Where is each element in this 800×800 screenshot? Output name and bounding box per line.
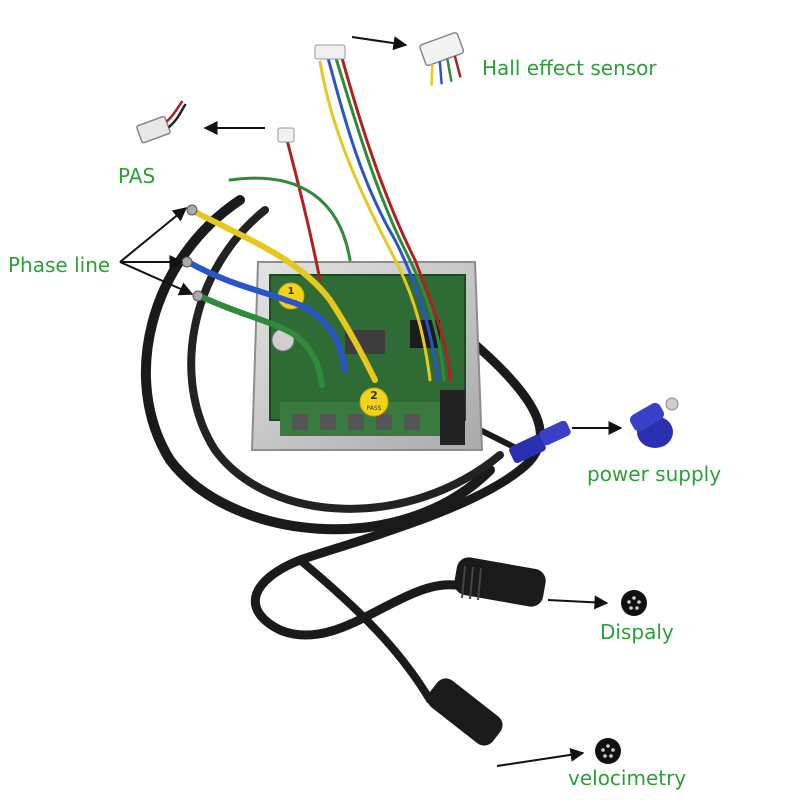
arrow-hall <box>351 36 408 51</box>
phase-wire-green <box>197 293 325 388</box>
phase-wire-yellow <box>192 209 378 383</box>
pas-wire-red <box>285 138 322 282</box>
label-power-supply: power supply <box>587 462 722 486</box>
pas-wire-green <box>228 176 352 262</box>
phase-wires <box>181 204 378 388</box>
cable-loop-outer <box>140 195 495 535</box>
display-connector <box>454 557 546 607</box>
velocimetry-pin-face <box>595 738 621 764</box>
phase-terminal-1 <box>186 204 198 216</box>
phase-terminal-3 <box>192 290 204 302</box>
phase-wire-blue <box>187 260 348 373</box>
sticker-2 <box>359 387 389 417</box>
label-phase-line: Phase line <box>8 253 111 277</box>
arrow-phase-1 <box>119 207 188 263</box>
sticker-2-number: 2 <box>370 389 378 402</box>
cable-loop-inner <box>187 206 504 513</box>
power-connector-in-situ <box>509 420 571 464</box>
label-velocimetry: velocimetry <box>568 766 687 790</box>
sticker-1-number: 1 <box>288 286 295 297</box>
pas-connector-in-situ <box>277 127 295 143</box>
arrow-phase-3 <box>119 261 194 296</box>
sticker-2-text: PASS <box>367 405 382 412</box>
label-hall-effect-sensor: Hall effect sensor <box>482 56 657 80</box>
hall-wire-yellow <box>318 60 432 382</box>
label-display: Dispaly <box>600 620 674 644</box>
cable-to-velocimetry <box>296 556 434 704</box>
hall-connector-detached <box>419 31 465 86</box>
label-pas: PAS <box>118 164 156 188</box>
hall-wire-blue <box>326 56 440 382</box>
terminal-screws <box>292 414 420 430</box>
pas-connector-detached <box>136 100 187 144</box>
velocimetry-connector <box>427 678 503 746</box>
signal-wires <box>228 53 452 382</box>
side-connector-block <box>440 390 465 445</box>
hall-wire-green <box>333 53 446 382</box>
annotation-arrows <box>119 36 623 767</box>
arrow-velocimetry <box>496 747 585 767</box>
display-pin-face <box>621 590 647 616</box>
phase-terminal-2 <box>181 256 193 268</box>
power-connector-detached <box>629 397 679 448</box>
hall-connector-in-situ <box>314 44 346 60</box>
hall-wire-red <box>340 56 452 382</box>
arrow-display <box>547 595 609 610</box>
